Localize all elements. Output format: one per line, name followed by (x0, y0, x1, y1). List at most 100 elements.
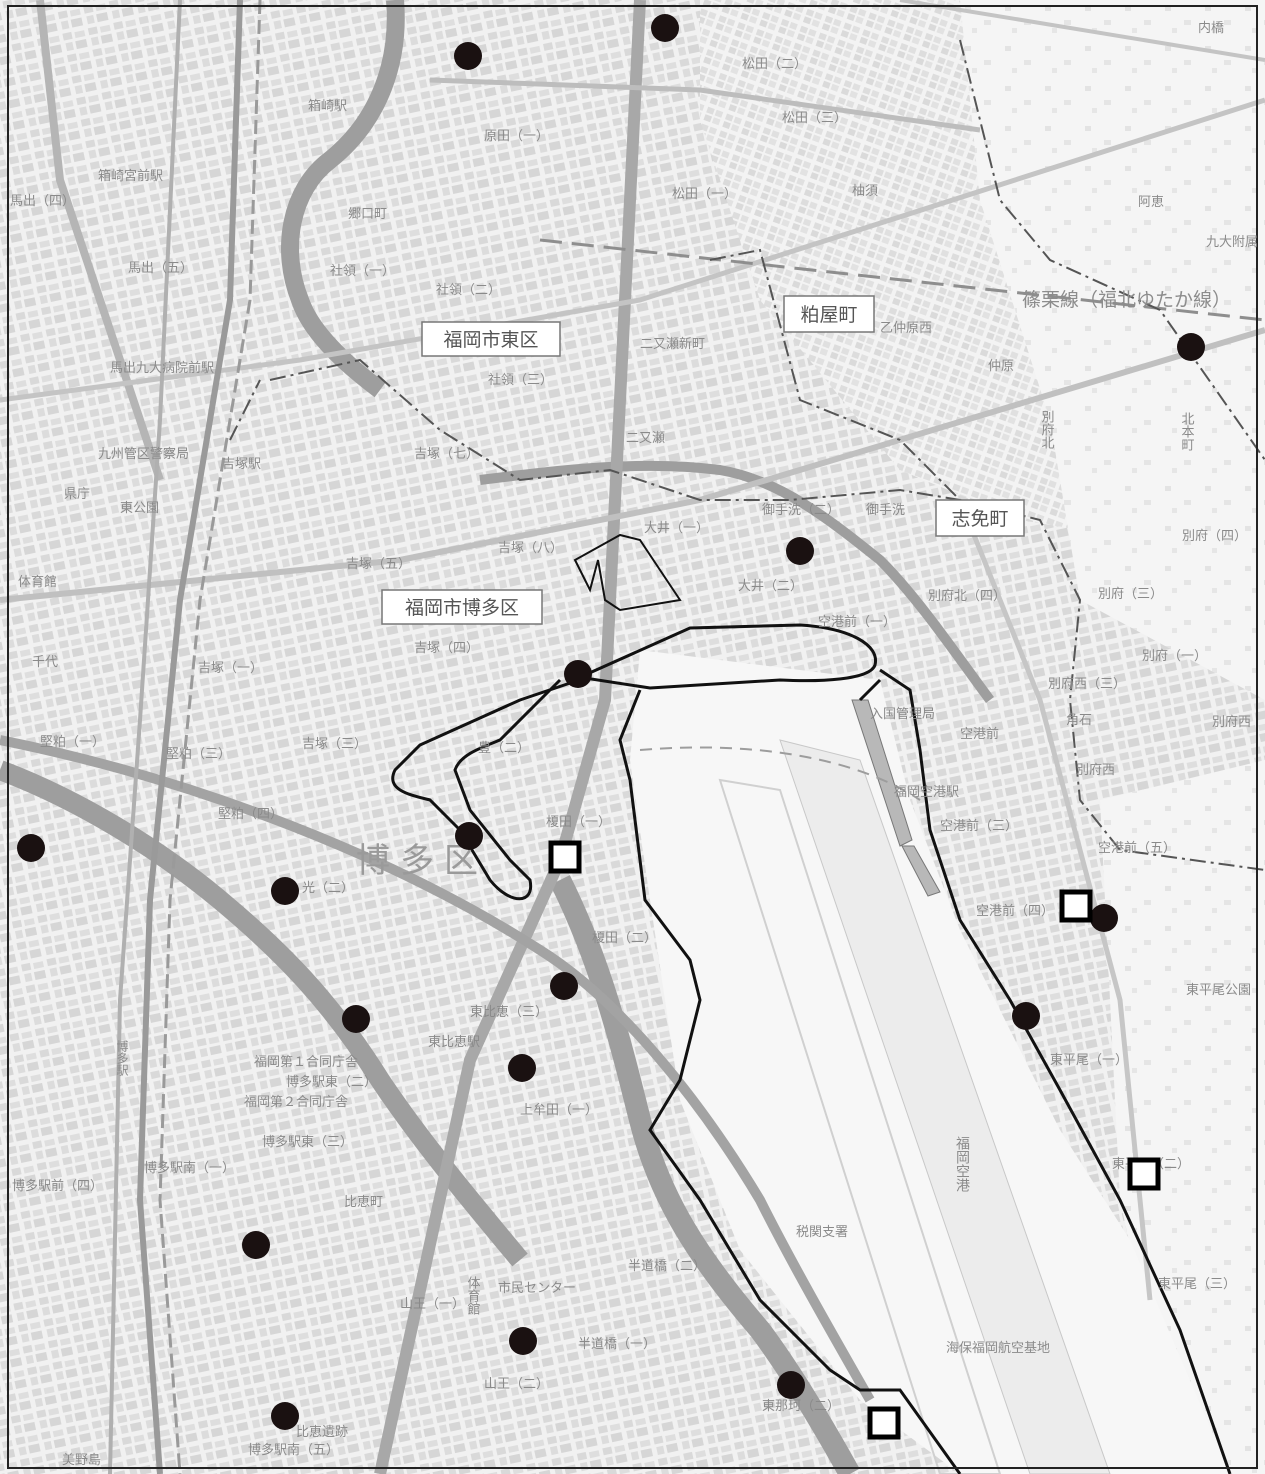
label-hakata-eki-higashi-2: 博多駅東（二） (286, 1074, 377, 1090)
label-beppu-nishi: 別府西 (1076, 763, 1115, 778)
label-hakata-eki-mae-4: 博多駅前（四） (12, 1178, 103, 1194)
circle-marker (509, 1327, 537, 1355)
label-beppu-nishi-2: 別府西 (1212, 715, 1251, 730)
label-sasaguri-line: 篠栗線（福北ゆたか線） (1022, 289, 1231, 311)
map-frame (7, 5, 1258, 1469)
circle-marker (454, 42, 482, 70)
label-minoshima: 美野島 (62, 1453, 101, 1468)
label-kencho: 県庁 (64, 487, 90, 502)
place-labels: 箱崎駅 箱崎宮前駅 松田（二） 松田（三） 松田（一） 原田（一） 柚須 阿恵 … (10, 20, 1258, 1468)
circle-marker (1177, 333, 1205, 361)
label-higashi-ku: 福岡市東区 (443, 329, 538, 351)
label-oi-2: 大井（二） (738, 579, 803, 594)
label-maide-kyudai-station: 馬出九大病院前駅 (110, 360, 214, 376)
label-shaaryo-1: 社領（一） (330, 263, 395, 279)
label-yoshizuka-1: 吉塚（一） (198, 661, 263, 676)
label-harada-1: 原田（一） (484, 129, 549, 144)
label-katakasu-3: 堅粕（三） (166, 747, 231, 762)
circle-marker (508, 1054, 536, 1082)
label-oi-1: 大井（一） (644, 521, 709, 536)
label-yoshizuka-3: 吉塚（三） (302, 737, 367, 752)
label-hakata-ward: 博多区 (356, 841, 488, 881)
circle-marker (455, 822, 483, 850)
label-hando-bashi-2: 半道橋（二） (628, 1259, 706, 1274)
label-hikari-2: 光（二） (302, 881, 354, 896)
label-shaaryo-3: 社領（三） (488, 372, 553, 388)
label-shime: 志免町 (951, 508, 1008, 530)
square-marker (867, 1406, 901, 1440)
label-yoshizuka-5: 吉塚（五） (346, 557, 411, 572)
square-marker (1127, 1157, 1161, 1191)
label-sakurada-2: 榎田（二） (592, 931, 657, 946)
label-shaaryo-2: 社領（二） (436, 282, 501, 298)
label-hakata-ku: 福岡市博多区 (405, 597, 519, 619)
label-matsuda-3: 松田（三） (782, 111, 847, 126)
label-sanno-1: 山王（一） (400, 1297, 465, 1312)
label-mitarai-2: 御手洗（二） (762, 503, 840, 518)
label-kashiwara: 柚須 (852, 184, 878, 199)
area-labels: 福岡市東区 福岡市博多区 粕屋町 志免町 (381, 295, 1025, 625)
square-marker (548, 840, 582, 874)
circle-marker (342, 1005, 370, 1033)
label-kuko-mae: 空港前 (960, 726, 999, 742)
label-hie-machi: 比恵町 (344, 1195, 383, 1210)
label-futamata: 二又瀬 (626, 431, 665, 446)
square-marker (1059, 889, 1093, 923)
label-kami-mutata: 上牟田（一） (520, 1103, 598, 1118)
label-fukuoka-kuko-station: 福岡空港駅 (894, 785, 959, 800)
label-taiikukan-2: 体育館 (465, 1276, 481, 1315)
label-yoshizuka-8: 吉塚（八） (498, 541, 563, 556)
circle-markers (17, 14, 1205, 1430)
runway (779, 739, 1111, 1474)
label-gov-bldg-2: 福岡第２合同庁舎 (244, 1095, 348, 1110)
circle-marker (564, 660, 592, 688)
label-hakata-eki-minami-5: 博多駅南（五） (248, 1442, 339, 1458)
label-katakasu-1: 堅粕（一） (40, 735, 105, 750)
label-goko-machi: 郷口町 (348, 207, 387, 222)
terminal-building-2 (901, 845, 941, 897)
label-taiikukan: 体育館 (18, 574, 57, 590)
label-zeikan: 税関支署 (796, 1225, 848, 1240)
label-kuko-mae-1: 空港前（一） (818, 614, 896, 630)
label-hakata-eki-minami-1: 博多駅南（一） (144, 1160, 235, 1176)
label-higashi-naka-2: 東那珂（二） (762, 1398, 840, 1414)
label-kyudai: 九大附属 (1206, 235, 1258, 250)
label-yoshizuka-7: 吉塚（七） (414, 447, 479, 462)
label-hakozaki-miyamae-station: 箱崎宮前駅 (98, 168, 163, 184)
label-beppu-1: 別府（一） (1142, 649, 1207, 664)
label-nakabaru: 仲原 (988, 359, 1014, 374)
label-kaiho: 海保福岡航空基地 (946, 1340, 1050, 1356)
label-beppu-4: 別府（四） (1182, 529, 1247, 544)
label-kita-honmachi: 北本町 (1179, 412, 1195, 451)
label-beppu-3: 別府（三） (1098, 587, 1163, 602)
label-hakozaki-station: 箱崎駅 (308, 98, 347, 114)
label-higashi-hie-3: 東比恵（三） (470, 1004, 548, 1020)
label-beppu-kita-4: 別府北（四） (928, 589, 1006, 604)
label-otsunakabaru-nishi: 乙仲原西 (880, 321, 932, 336)
label-higashi-hirao-3: 東平尾（三） (1158, 1276, 1236, 1292)
label-hando-bashi-1: 半道橋（一） (578, 1337, 656, 1352)
label-shimin-center: 市民センター (498, 1280, 576, 1296)
survey-route (391, 533, 1232, 1474)
circle-marker (550, 972, 578, 1000)
circle-marker (1090, 904, 1118, 932)
label-uchibashi: 内橋 (1198, 20, 1224, 36)
label-maide-4: 馬出（四） (10, 194, 75, 209)
label-matsuda-1: 松田（一） (672, 187, 737, 202)
label-futamata-shinmachi: 二又瀬新町 (640, 336, 705, 352)
label-chiyo: 千代 (32, 655, 58, 670)
label-hakata-station: 博多駅 (115, 1039, 129, 1077)
label-hakata-eki-higashi-3: 博多駅東（三） (262, 1134, 353, 1150)
label-katakasu-4: 堅粕（四） (218, 807, 283, 822)
label-kuko-mae-4: 空港前（四） (976, 903, 1054, 919)
label-ahei: 阿恵 (1138, 195, 1164, 210)
circle-marker (271, 877, 299, 905)
label-immigration: 入国管理局 (870, 707, 935, 722)
circle-marker (786, 537, 814, 565)
label-maide-5: 馬出（五） (128, 261, 193, 276)
label-kyushu-police: 九州管区警察局 (98, 446, 189, 462)
terminal-building (851, 699, 913, 847)
circle-marker (651, 14, 679, 42)
label-betsufu-kita: 別府北 (1039, 410, 1055, 450)
